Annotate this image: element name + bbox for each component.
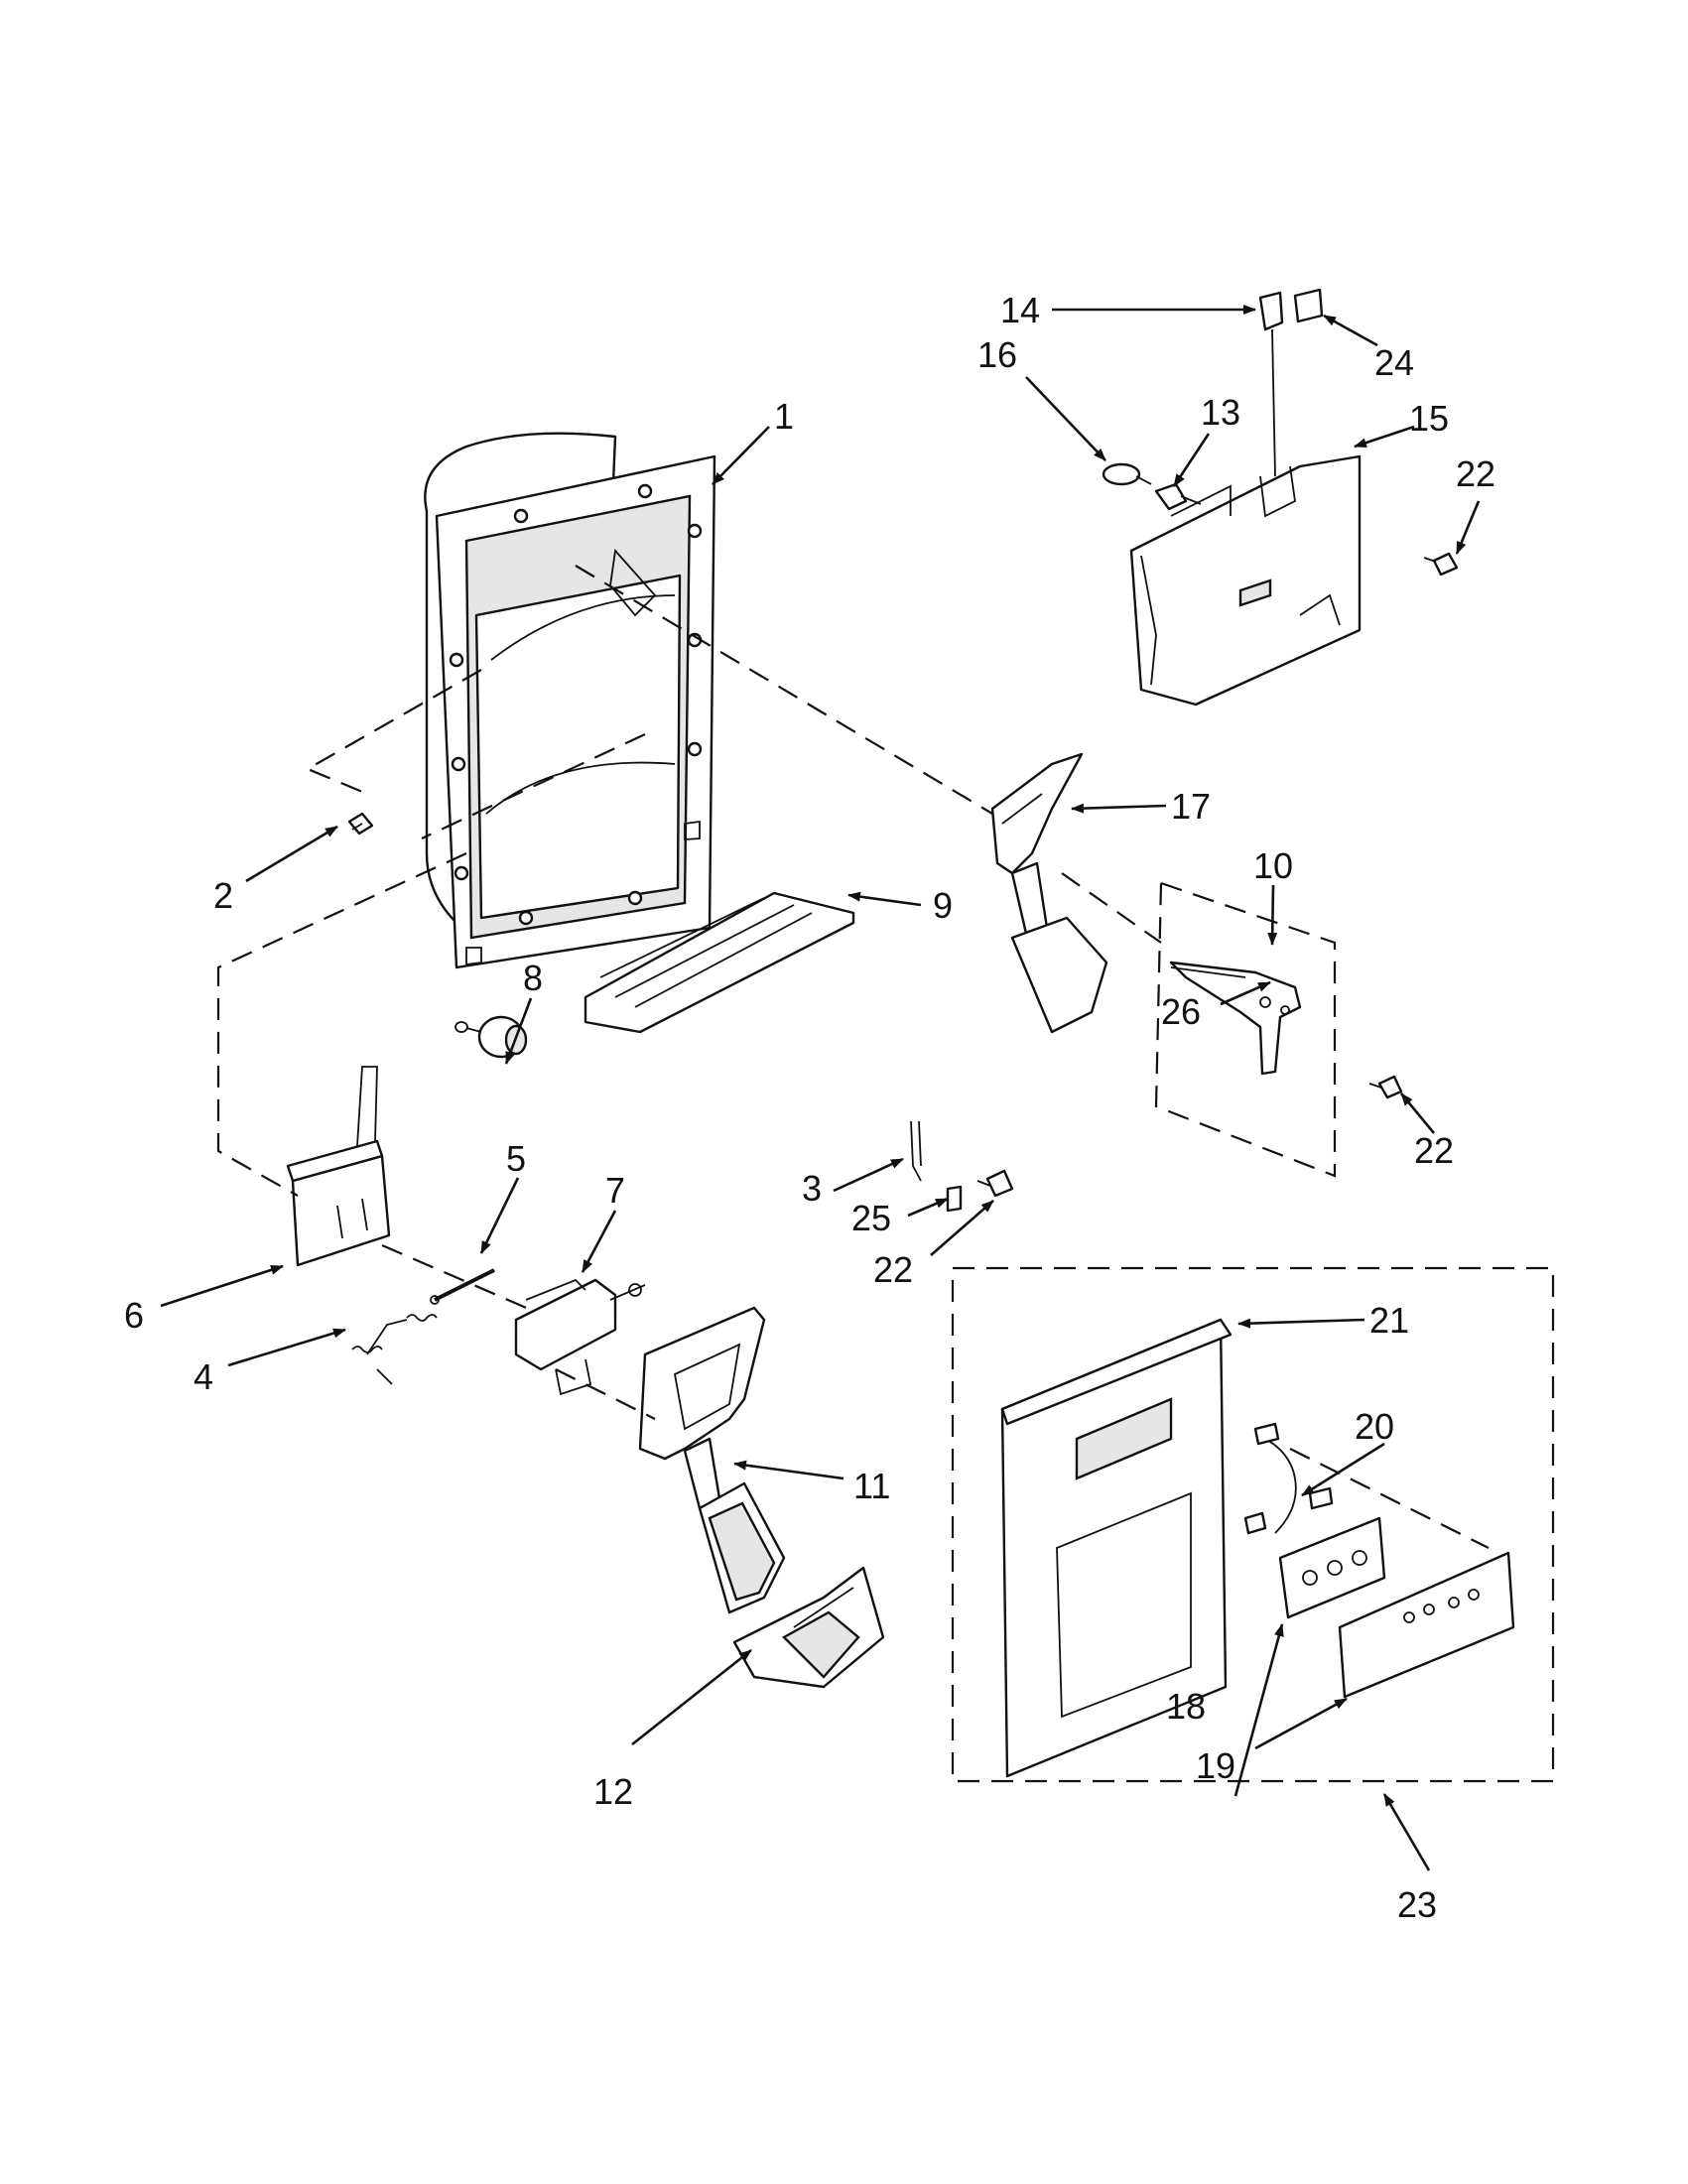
part-22-screw-mid (976, 1169, 1014, 1198)
callout-1: 1 (774, 396, 794, 437)
part-3-clip (910, 1120, 922, 1182)
callout-labels: 1 2 3 4 5 6 7 8 9 10 11 12 13 14 15 16 1… (124, 290, 1495, 1925)
callout-17: 17 (1171, 786, 1211, 827)
part-11-ice-paddle (638, 1306, 786, 1614)
part-18-control-board (1278, 1516, 1386, 1619)
part-12-ice-chute (732, 1566, 885, 1689)
callout-3: 3 (802, 1168, 822, 1209)
callout-9: 9 (933, 885, 953, 926)
callout-24: 24 (1374, 342, 1414, 383)
part-7-actuator (514, 1278, 646, 1396)
callout-25: 25 (851, 1198, 891, 1238)
part-6-module (286, 1066, 391, 1267)
callout-10: 10 (1253, 845, 1293, 886)
callout-22-right: 22 (1414, 1130, 1454, 1171)
part-1-housing-frame (424, 432, 716, 969)
callout-5: 5 (506, 1138, 526, 1179)
callout-8: 8 (523, 958, 543, 998)
callout-12: 12 (593, 1771, 633, 1812)
part-8-solenoid (454, 1015, 528, 1059)
callout-23: 23 (1397, 1884, 1437, 1925)
callout-22-mid: 22 (873, 1249, 913, 1290)
part-5-pin (430, 1268, 495, 1305)
callout-11: 11 (853, 1466, 890, 1506)
callout-7: 7 (605, 1170, 625, 1211)
callout-20: 20 (1355, 1406, 1394, 1447)
part-13-socket (1154, 482, 1202, 511)
part-21-panel (1000, 1318, 1233, 1778)
callout-26: 26 (1161, 991, 1201, 1032)
part-17-water-lever (990, 752, 1108, 1034)
part-15-bracket (1129, 454, 1362, 707)
callout-22-top: 22 (1456, 453, 1495, 494)
part-9-drip-tray (584, 891, 855, 1034)
callout-19: 19 (1196, 1745, 1235, 1786)
callout-6: 6 (124, 1295, 144, 1336)
dashed-guides (216, 565, 1555, 1783)
leader-lines (160, 305, 1481, 1871)
part-14-switch (1258, 291, 1284, 477)
part-4-springs (351, 1314, 438, 1385)
part-20-wire-harness (1243, 1422, 1334, 1535)
part-25-gasket (946, 1185, 963, 1213)
callout-13: 13 (1201, 392, 1240, 433)
callout-15: 15 (1409, 398, 1449, 439)
callout-2: 2 (213, 875, 233, 916)
callout-21: 21 (1369, 1300, 1409, 1341)
part-16-bulb (1102, 462, 1152, 486)
part-2-screw (347, 812, 374, 835)
callout-14: 14 (1000, 290, 1040, 330)
part-24-insulator (1293, 288, 1324, 323)
part-22-screw-top (1423, 552, 1459, 577)
part-22-screw-right (1368, 1075, 1403, 1099)
callout-4: 4 (194, 1356, 213, 1397)
callout-16: 16 (977, 334, 1017, 375)
callout-18: 18 (1166, 1686, 1206, 1727)
part-19-overlay (1338, 1551, 1515, 1699)
